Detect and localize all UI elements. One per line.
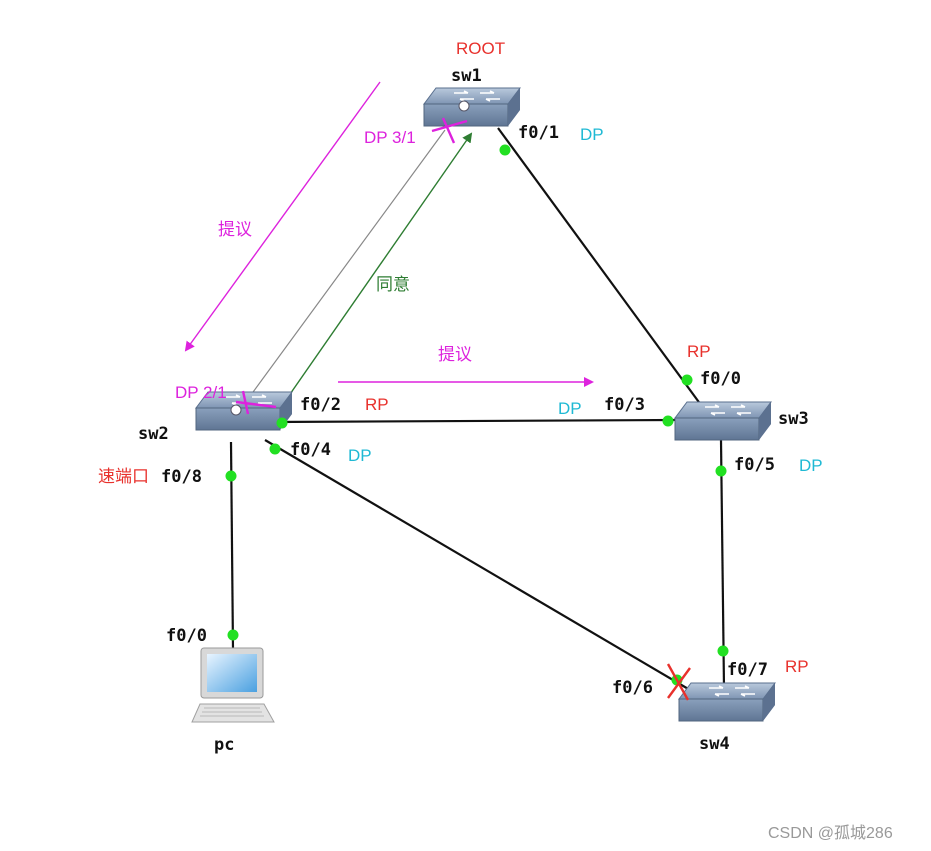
port-label-sw2-f04: f0/4: [290, 440, 331, 460]
port-dot-sw4-f07: [717, 645, 729, 657]
computer-icon-pc[interactable]: [191, 647, 275, 723]
role-sw3-f03: DP: [558, 399, 582, 418]
device-label-sw3: sw3: [778, 409, 809, 429]
switch-icon-sw1[interactable]: [423, 87, 521, 127]
port-label-sw1-f01: f0/1: [518, 123, 559, 143]
watermark: CSDN @孤城286: [768, 824, 893, 842]
port-label-sw2-f08: f0/8: [161, 467, 202, 487]
port-label-sw2-f02: f0/2: [300, 395, 341, 415]
port-label-sw3-f00: f0/0: [700, 369, 741, 389]
role-sw2-f02: RP: [365, 395, 389, 414]
link-sw2-sw3: [271, 418, 676, 424]
role-sw1-f01: DP: [580, 125, 604, 144]
device-label-sw1: sw1: [451, 66, 482, 86]
port-dot-sw3-f03: [662, 415, 674, 427]
device-label-pc: pc: [214, 735, 234, 755]
port-dot-pc-f00: [227, 629, 239, 641]
root-label: ROOT: [456, 39, 505, 58]
port-label-sw4-f06: f0/6: [612, 678, 653, 698]
annotation-proposal-sw2-sw3: 提议: [438, 345, 472, 365]
device-label-sw2: sw2: [138, 424, 169, 444]
role-sw4-f07: RP: [785, 657, 809, 676]
discard-mark-sw2: [235, 390, 277, 415]
role-sw1-dp-priority: DP 3/1: [364, 128, 416, 147]
switch-icon-sw3[interactable]: [674, 401, 772, 441]
port-dot-sw2-f02: [276, 417, 288, 429]
port-dot-sw3-f05: [715, 465, 727, 477]
port-label-pc-f00: f0/0: [166, 626, 207, 646]
switch-icon-sw4[interactable]: [678, 682, 776, 722]
role-sw2-f08-fast-port: 速端口: [98, 467, 149, 487]
switch-icon-sw2[interactable]: [195, 391, 293, 431]
link-sw1-sw3: [497, 127, 702, 406]
port-label-sw3-f03: f0/3: [604, 395, 645, 415]
port-dot-sw2-f04: [269, 443, 281, 455]
role-sw3-f05: DP: [799, 456, 823, 475]
port-dot-sw3-f00: [681, 374, 693, 386]
port-label-sw3-f05: f0/5: [734, 455, 775, 475]
proposal-arrow-sw1-to-sw2: [184, 81, 381, 352]
link-sw1-sw2-blocked: [244, 129, 446, 404]
annotation-agree: 同意: [376, 275, 410, 295]
device-label-sw4: sw4: [699, 734, 730, 754]
annotation-proposal-sw1-sw2: 提议: [218, 220, 252, 240]
role-sw2-f04: DP: [348, 446, 372, 465]
port-dot-sw1-f01: [499, 144, 511, 156]
role-sw2-dp-priority: DP 2/1: [175, 383, 227, 402]
link-sw2-sw4: [264, 439, 691, 691]
port-label-sw4-f07: f0/7: [727, 660, 768, 680]
role-sw3-f00: RP: [687, 342, 711, 361]
agree-arrow-sw2-to-sw1: [287, 132, 473, 398]
blocked-port-mark-sw4: [666, 663, 691, 701]
port-dot-sw2-f08: [225, 470, 237, 482]
discard-mark-sw1: [431, 117, 468, 144]
